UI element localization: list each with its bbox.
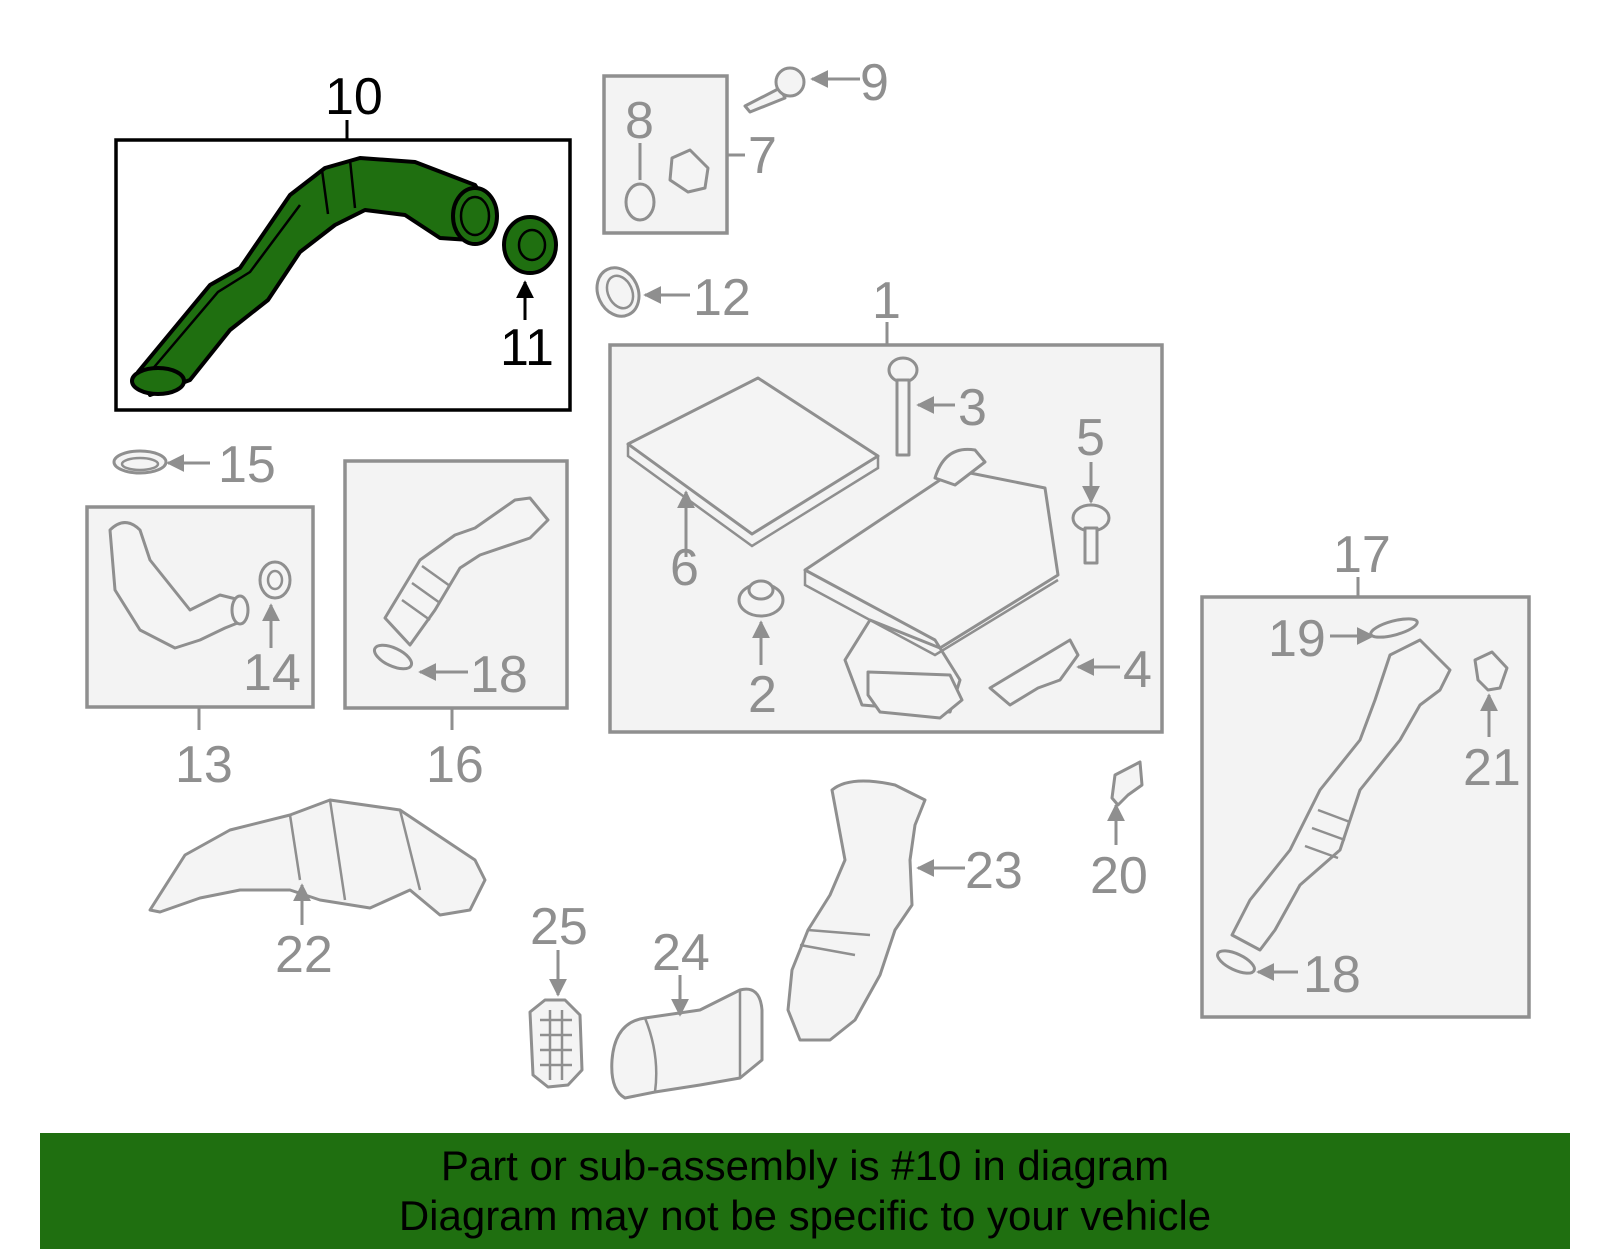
callout-18b[interactable]: 18 — [1303, 946, 1361, 1004]
callout-23[interactable]: 23 — [965, 842, 1023, 900]
banner-line-2: Diagram may not be specific to your vehi… — [398, 1192, 1212, 1239]
callout-4[interactable]: 4 — [1123, 641, 1152, 699]
callout-11[interactable]: 11 — [500, 319, 554, 377]
callout-14[interactable]: 14 — [243, 644, 301, 702]
callout-7[interactable]: 7 — [748, 127, 777, 185]
clamp-part-15[interactable] — [112, 449, 210, 475]
intake-hose-part-16[interactable] — [383, 496, 550, 647]
callout-21[interactable]: 21 — [1463, 739, 1521, 797]
seal-ring-part-11[interactable] — [502, 215, 558, 320]
bracket-part-20[interactable] — [1107, 760, 1144, 845]
clamp-part-12[interactable] — [589, 261, 690, 323]
callout-10[interactable]: 10 — [325, 68, 383, 126]
callout-16[interactable]: 16 — [426, 736, 484, 794]
air-duct-part-22[interactable] — [148, 798, 487, 925]
screw-part-9[interactable] — [743, 66, 860, 114]
callout-25[interactable]: 25 — [530, 898, 588, 956]
callout-15[interactable]: 15 — [218, 436, 276, 494]
callout-8[interactable]: 8 — [625, 92, 654, 150]
o-ring-part-8[interactable] — [624, 143, 656, 222]
bolt-part-3[interactable] — [887, 356, 955, 457]
air-cleaner-housing-part-1[interactable] — [803, 447, 1060, 720]
callout-17[interactable]: 17 — [1333, 526, 1391, 584]
callout-3[interactable]: 3 — [958, 379, 987, 437]
o-ring-part-19[interactable] — [1330, 615, 1419, 645]
callout-19[interactable]: 19 — [1268, 610, 1326, 668]
bolt-part-5[interactable] — [1071, 462, 1111, 565]
seal-part-14[interactable] — [258, 560, 292, 648]
clip-part-21[interactable] — [1473, 650, 1509, 737]
callout-18a[interactable]: 18 — [470, 646, 528, 704]
air-duct-part-23[interactable] — [786, 779, 965, 1042]
intake-pipe-part-13[interactable] — [108, 521, 250, 650]
callout-9[interactable]: 9 — [860, 54, 889, 112]
bracket-part-4[interactable] — [988, 638, 1120, 707]
callout-2[interactable]: 2 — [748, 666, 777, 724]
callout-24[interactable]: 24 — [652, 924, 710, 982]
callout-5[interactable]: 5 — [1076, 409, 1105, 467]
callout-6[interactable]: 6 — [670, 539, 699, 597]
o-ring-part-18-right[interactable] — [1214, 946, 1298, 981]
clip-part-7[interactable] — [668, 148, 710, 194]
grille-part-25[interactable] — [528, 950, 584, 1089]
callout-1[interactable]: 1 — [872, 272, 901, 330]
callout-13[interactable]: 13 — [175, 736, 233, 794]
air-filter-part-6[interactable] — [626, 376, 880, 557]
grommet-part-2[interactable] — [737, 579, 785, 665]
intake-tube-part-17[interactable] — [1230, 638, 1452, 952]
air-intake-duct-part-10[interactable] — [130, 156, 499, 397]
o-ring-part-18-left[interactable] — [371, 640, 468, 681]
callout-12[interactable]: 12 — [693, 269, 751, 327]
callout-20[interactable]: 20 — [1090, 847, 1148, 905]
banner-line-1: Part or sub-assembly is #10 in diagram — [440, 1142, 1170, 1189]
info-banner: Part or sub-assembly is #10 in diagram D… — [40, 1133, 1570, 1249]
air-duct-part-24[interactable] — [610, 975, 764, 1100]
group-17-box — [1200, 577, 1531, 1019]
group-7-box — [602, 74, 745, 235]
callout-22[interactable]: 22 — [275, 926, 333, 984]
